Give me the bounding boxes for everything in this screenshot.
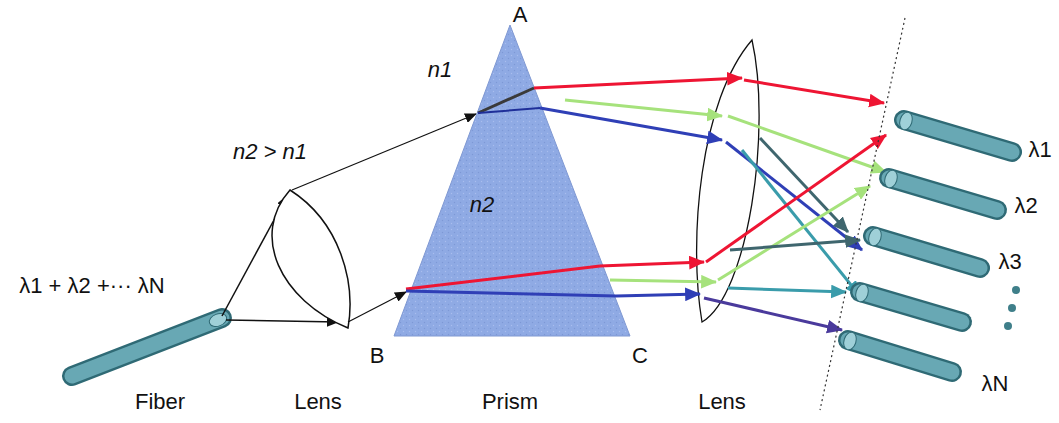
fiber-core	[860, 292, 962, 322]
refracted-ray	[406, 266, 600, 289]
fiber-core	[889, 178, 997, 210]
fiber-tip	[867, 227, 884, 248]
red-ray	[706, 135, 886, 262]
ellipsis-dot	[1004, 322, 1012, 330]
light-ray	[292, 114, 476, 190]
red-ray	[534, 78, 742, 88]
refracted-ray	[406, 291, 616, 296]
ellipsis-dot	[1008, 304, 1016, 312]
fiber-core	[72, 318, 222, 376]
teal-ray	[728, 288, 846, 292]
input-fiber	[72, 311, 229, 376]
vertex-label: A	[513, 3, 528, 27]
refracted-ray	[478, 108, 540, 113]
index-relation: n2 > n1	[233, 140, 307, 164]
ellipsis-dot	[1012, 286, 1020, 294]
blue-ray	[616, 294, 700, 296]
vertex-label: B	[370, 344, 385, 368]
wavelength-label: λ2	[1014, 194, 1037, 218]
prism	[394, 25, 630, 336]
fiber-outline	[873, 236, 980, 268]
fiber-core	[848, 340, 952, 372]
fiber-tip	[898, 111, 915, 132]
green-ray	[610, 280, 716, 282]
collimating-lens	[272, 190, 350, 328]
dark-teal-ray	[760, 138, 848, 232]
purple-ray	[704, 298, 842, 330]
fiber-outline	[904, 120, 1012, 152]
part-name: Lens	[698, 390, 746, 414]
fiber-outline	[848, 340, 952, 372]
fiber-tip	[207, 311, 228, 329]
light-ray	[226, 320, 338, 322]
part-name: Fiber	[135, 390, 185, 414]
green-ray	[718, 186, 870, 280]
vertex-label: C	[632, 344, 648, 368]
fiber-core	[873, 236, 980, 268]
fiber-outline	[72, 318, 222, 376]
fiber-tip	[854, 283, 871, 304]
light-ray	[348, 292, 406, 322]
part-name: Prism	[482, 390, 538, 414]
fiber-tip	[883, 169, 900, 190]
red-ray	[744, 80, 884, 103]
wavelength-label: λN	[982, 372, 1009, 396]
red-ray	[600, 262, 704, 266]
input-wavelengths: λ1 + λ2 +··· λN	[19, 274, 164, 298]
output-fibers	[842, 111, 1020, 372]
fiber-outline	[889, 178, 997, 210]
refractive-index: n2	[470, 193, 494, 217]
fiber-outline	[860, 292, 962, 322]
fiber-core	[904, 120, 1012, 152]
part-name: Lens	[294, 390, 342, 414]
green-ray	[565, 100, 722, 116]
fiber-tip	[842, 331, 859, 352]
refractive-index: n1	[428, 58, 452, 82]
wavelength-label: λ3	[998, 250, 1021, 274]
wavelength-label: λ1	[1028, 138, 1051, 162]
dark-teal-ray	[730, 240, 860, 250]
